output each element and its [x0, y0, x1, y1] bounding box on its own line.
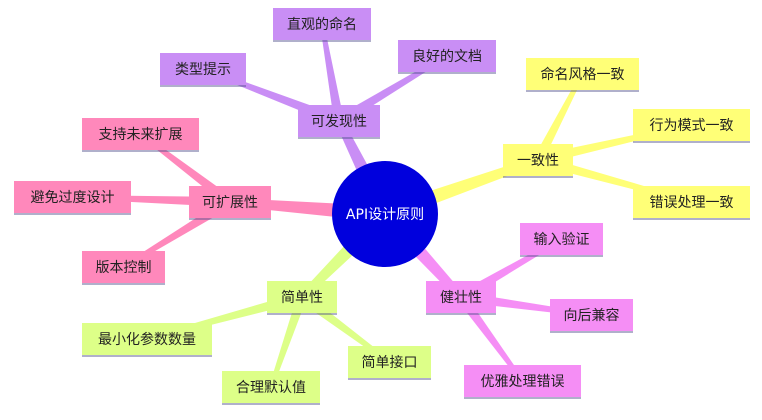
branch-consistency[interactable]: 一致性: [503, 144, 573, 176]
leaf-good-docs[interactable]: 良好的文档: [398, 40, 496, 72]
connector-robust-leaf: [457, 294, 525, 383]
branch-robustness[interactable]: 健壮性: [426, 281, 496, 313]
connector-consistency-leaf: [533, 73, 585, 163]
leaf-graceful-errors[interactable]: 优雅处理错误: [464, 365, 581, 397]
leaf-behavior-consistent[interactable]: 行为模式一致: [633, 109, 750, 141]
leaf-backward-compat[interactable]: 向后兼容: [550, 299, 633, 331]
leaf-simple-interface[interactable]: 简单接口: [348, 346, 431, 378]
connector-discover-leaf: [320, 23, 344, 122]
leaf-avoid-overdesign[interactable]: 避免过度设计: [14, 181, 131, 213]
connector-simple-leaf: [269, 295, 307, 388]
leaf-versioning[interactable]: 版本控制: [82, 251, 165, 283]
leaf-minimize-params[interactable]: 最小化参数数量: [82, 323, 212, 355]
leaf-intuitive-naming[interactable]: 直观的命名: [273, 8, 371, 40]
leaf-future-extension[interactable]: 支持未来扩展: [82, 118, 199, 150]
center-node[interactable]: API设计原则: [332, 161, 438, 267]
branch-extensibility[interactable]: 可扩展性: [189, 186, 271, 218]
leaf-input-validation[interactable]: 输入验证: [520, 223, 603, 255]
branch-discoverability[interactable]: 可发现性: [298, 105, 380, 137]
leaf-error-handling-consistent[interactable]: 错误处理一致: [633, 186, 750, 218]
leaf-type-hints[interactable]: 类型提示: [160, 53, 246, 85]
leaf-sensible-defaults[interactable]: 合理默认值: [222, 371, 320, 403]
branch-simplicity[interactable]: 简单性: [267, 281, 337, 313]
leaf-naming-style-consistent[interactable]: 命名风格一致: [526, 58, 639, 90]
